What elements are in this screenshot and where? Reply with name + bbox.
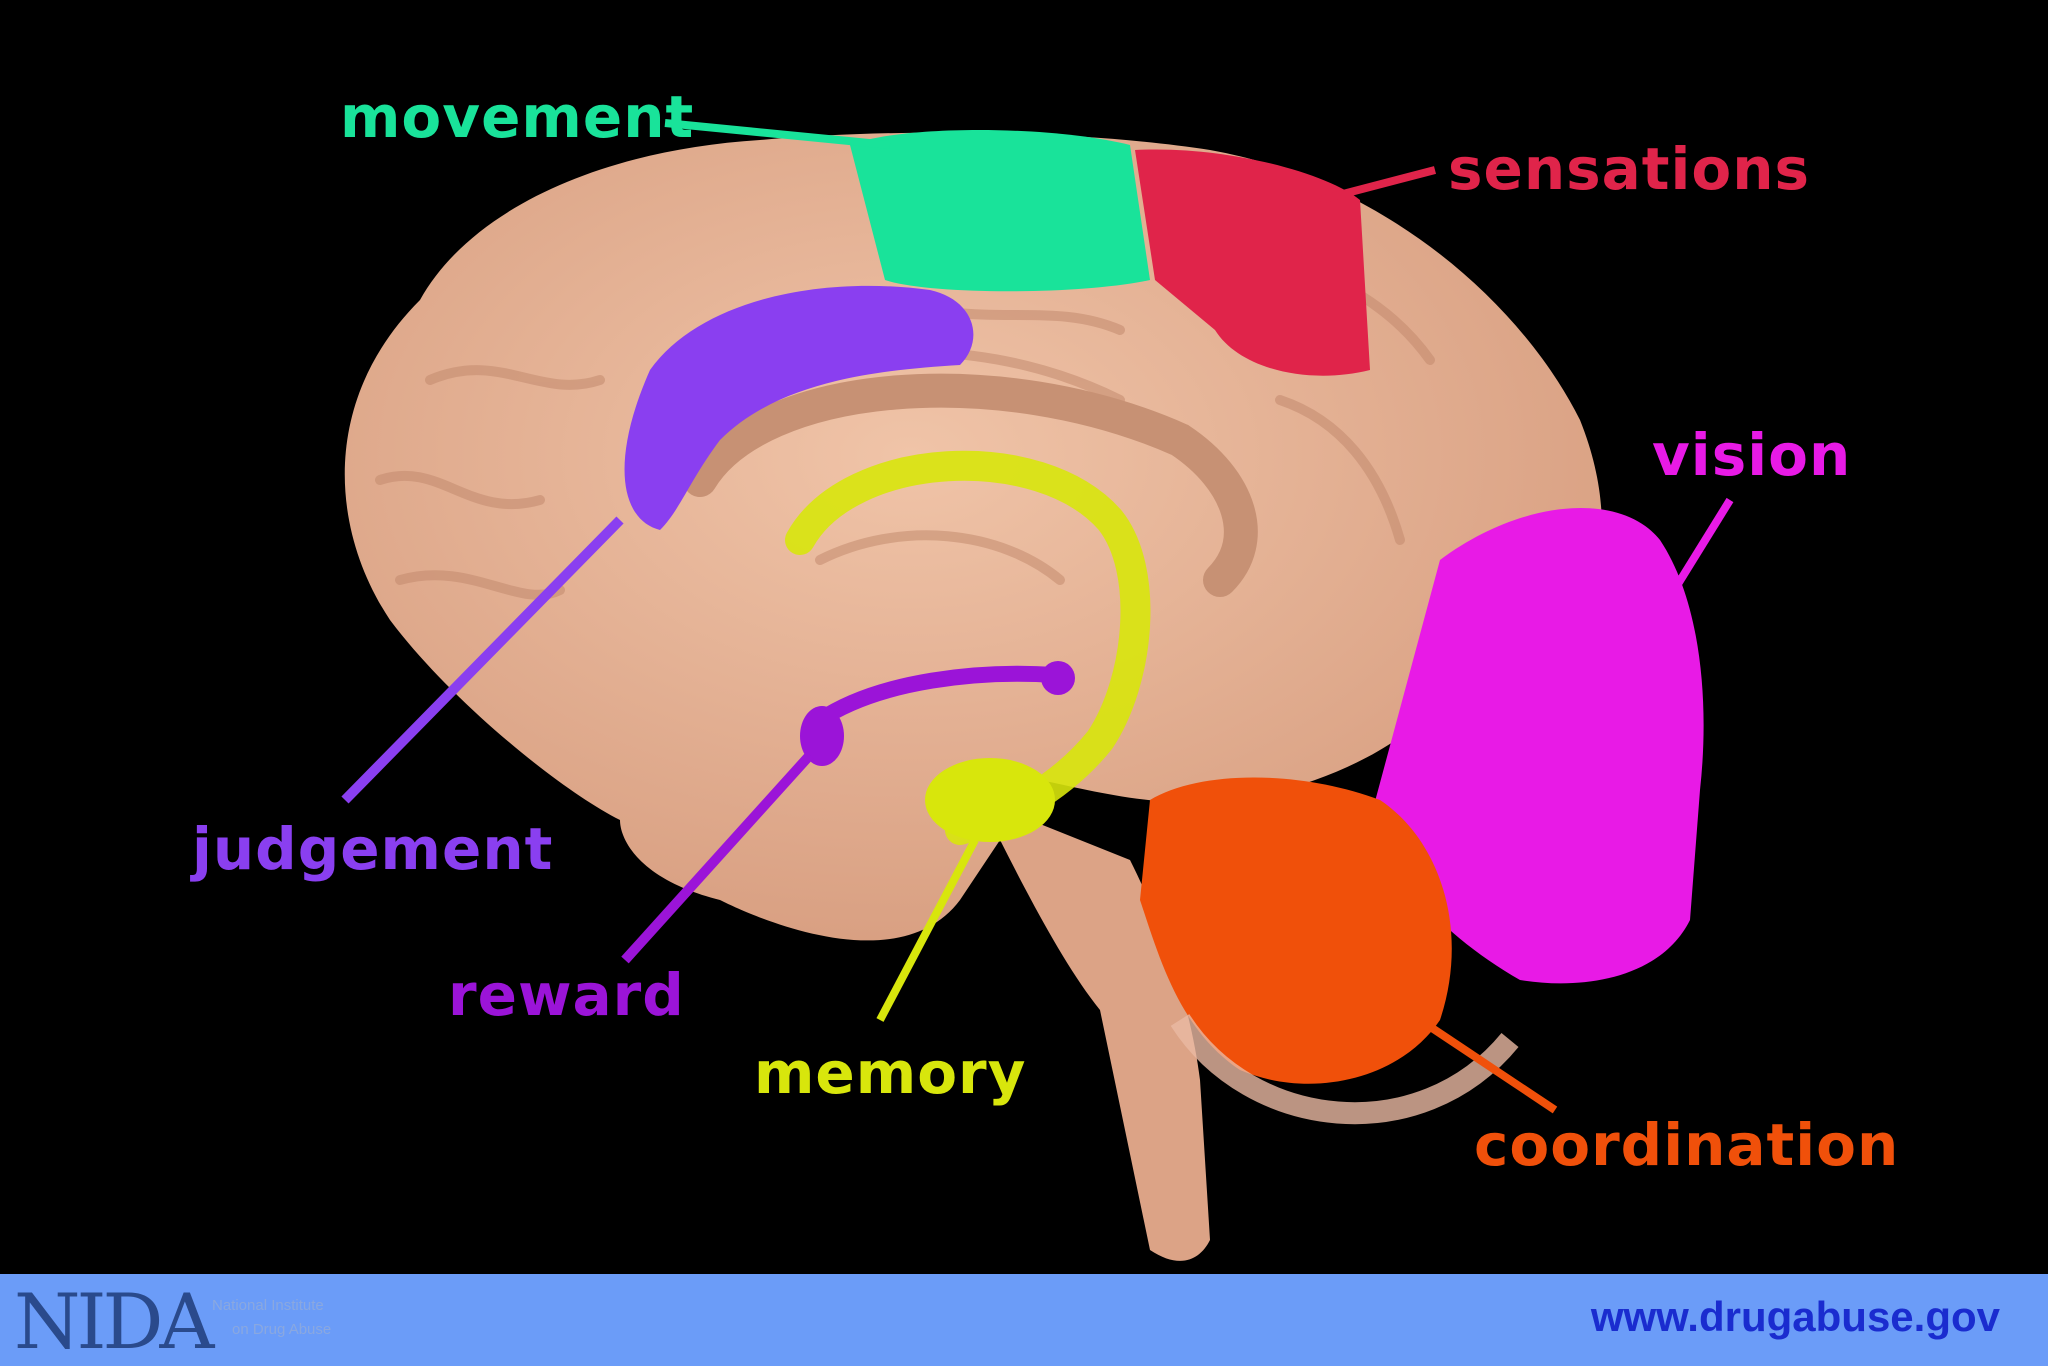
brain-illustration [341,119,1734,1261]
reward-leader-line [621,751,814,964]
vision-leader-line [1661,497,1734,608]
sensations-region [1135,149,1370,376]
logo-subtitle-line1: National Institute [212,1297,324,1314]
website-url[interactable]: www.drugabuse.gov [1590,1293,2000,1340]
corpus-callosum [683,373,1258,597]
cerebellum-folia [1170,1013,1519,1125]
brain-diagram: movement sensations vision judgement rew… [192,83,1900,1261]
label-judgement: judgement [192,815,554,883]
reward-pathway [812,665,1063,728]
vision-region [1370,507,1704,984]
memory-leader-line [876,838,979,1022]
coordination-region [1140,777,1452,1084]
movement-region [850,130,1150,292]
footer-bar: NIDA National Institute on Drug Abuse ww… [0,1274,2048,1366]
nida-logo-subtitle: National Institute on Drug Abuse [212,1294,331,1342]
label-memory: memory [754,1039,1027,1107]
reward-node-left [800,706,844,766]
movement-leader-line [664,119,891,149]
judgement-leader-line [341,516,624,804]
coordination-leader-line [1417,1016,1558,1114]
nida-logo: NIDA [14,1277,214,1366]
label-sensations: sensations [1448,135,1811,203]
sensations-leader-line [1318,166,1437,204]
label-movement: movement [340,83,695,151]
label-reward: reward [448,961,685,1029]
memory-amygdala [925,758,1055,842]
logo-subtitle-line2: on Drug Abuse [232,1321,332,1338]
label-vision: vision [1652,421,1852,489]
label-coordination: coordination [1474,1111,1900,1179]
reward-node-right [1041,661,1075,695]
judgement-region [624,285,974,530]
